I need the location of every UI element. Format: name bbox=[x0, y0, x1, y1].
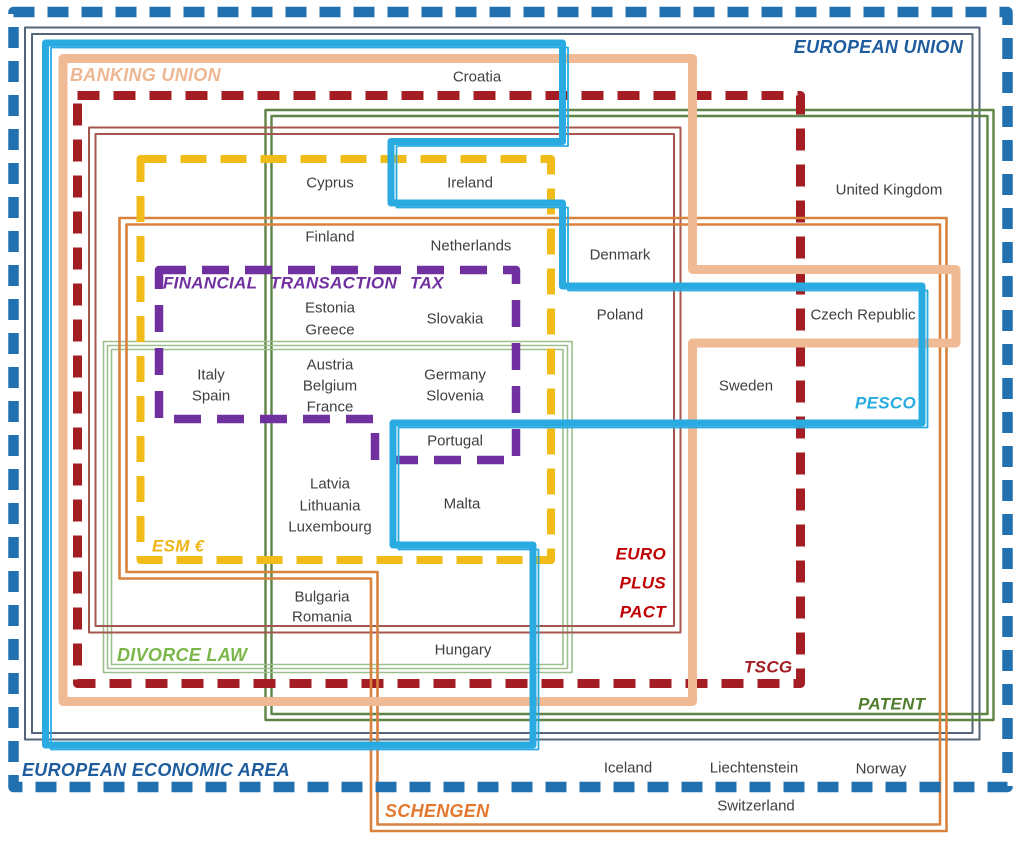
country-label-cyprus: Cyprus bbox=[306, 174, 354, 192]
org-label-divorce-law: DIVORCE LAW bbox=[117, 645, 248, 665]
country-label-ireland: Ireland bbox=[447, 174, 493, 192]
country-label-malta: Malta bbox=[443, 495, 481, 513]
country-label-hungary: Hungary bbox=[434, 641, 492, 659]
org-label-financial-transaction-tax: FINANCIAL TRANSACTION TAX bbox=[163, 273, 444, 293]
country-label-spain: Spain bbox=[191, 387, 231, 405]
border-esm bbox=[136, 155, 555, 564]
country-label-czech-republic: Czech Republic bbox=[810, 306, 916, 324]
country-label-denmark: Denmark bbox=[589, 246, 651, 264]
border-patent bbox=[270, 114, 989, 716]
country-label-latvia: Latvia bbox=[309, 475, 351, 493]
border-schengen bbox=[125, 223, 942, 826]
org-label-pesco: PESCO bbox=[855, 393, 917, 413]
border-divorce-law bbox=[106, 344, 569, 670]
border-divorce-law bbox=[110, 348, 564, 666]
country-label-switzerland: Switzerland bbox=[717, 797, 795, 815]
border-patent bbox=[264, 108, 995, 722]
country-label-belgium: Belgium bbox=[302, 377, 358, 395]
org-label-patent: PATENT bbox=[858, 694, 926, 714]
country-label-slovenia: Slovenia bbox=[426, 387, 484, 405]
org-label-euro-plus-pact-line3: PACT bbox=[619, 602, 666, 622]
org-label-schengen: SCHENGEN bbox=[385, 801, 490, 821]
country-label-norway: Norway bbox=[855, 760, 907, 778]
org-label-euro-plus-pact-line1: EURO bbox=[615, 544, 666, 564]
border-european-economic-area bbox=[8, 6, 1013, 793]
border-pesco bbox=[42, 39, 926, 749]
country-label-liechtenstein: Liechtenstein bbox=[709, 759, 799, 777]
country-label-lithuania: Lithuania bbox=[299, 497, 361, 515]
org-label-esm: ESM € bbox=[152, 536, 205, 556]
country-label-portugal: Portugal bbox=[427, 432, 483, 450]
org-label-banking-union: BANKING UNION bbox=[70, 65, 221, 85]
country-label-united-kingdom: United Kingdom bbox=[835, 181, 943, 199]
country-label-estonia: Estonia bbox=[304, 299, 356, 317]
border-schengen bbox=[118, 216, 948, 833]
country-label-romania: Romania bbox=[291, 608, 353, 626]
country-label-iceland: Iceland bbox=[603, 759, 653, 777]
country-label-luxembourg: Luxembourg bbox=[288, 518, 372, 536]
border-european-union bbox=[31, 33, 974, 734]
border-pesco bbox=[50, 46, 929, 751]
country-label-bulgaria: Bulgaria bbox=[294, 588, 350, 606]
country-label-france: France bbox=[306, 398, 354, 416]
border-euro-plus-pact bbox=[88, 126, 682, 634]
country-label-greece: Greece bbox=[305, 321, 355, 339]
country-label-netherlands: Netherlands bbox=[430, 237, 512, 255]
border-european-union bbox=[24, 26, 981, 741]
border-banking-union bbox=[58, 54, 961, 706]
org-label-euro-plus-pact-line2: PLUS bbox=[619, 573, 666, 593]
org-label-european-economic-area: EUROPEAN ECONOMIC AREA bbox=[22, 760, 290, 780]
country-label-sweden: Sweden bbox=[718, 377, 774, 395]
border-financial-transaction-tax bbox=[154, 265, 521, 465]
country-label-austria: Austria bbox=[306, 356, 354, 374]
country-label-finland: Finland bbox=[305, 228, 355, 246]
org-label-european-union: EUROPEAN UNION bbox=[793, 37, 963, 57]
border-divorce-law bbox=[102, 340, 573, 674]
country-label-poland: Poland bbox=[596, 306, 644, 324]
country-label-germany: Germany bbox=[424, 366, 486, 384]
country-label-slovakia: Slovakia bbox=[426, 310, 484, 328]
org-label-tscg: TSCG bbox=[744, 657, 793, 677]
border-euro-plus-pact bbox=[94, 133, 675, 627]
country-label-italy: Italy bbox=[197, 366, 225, 384]
country-label-croatia: Croatia bbox=[452, 68, 502, 86]
